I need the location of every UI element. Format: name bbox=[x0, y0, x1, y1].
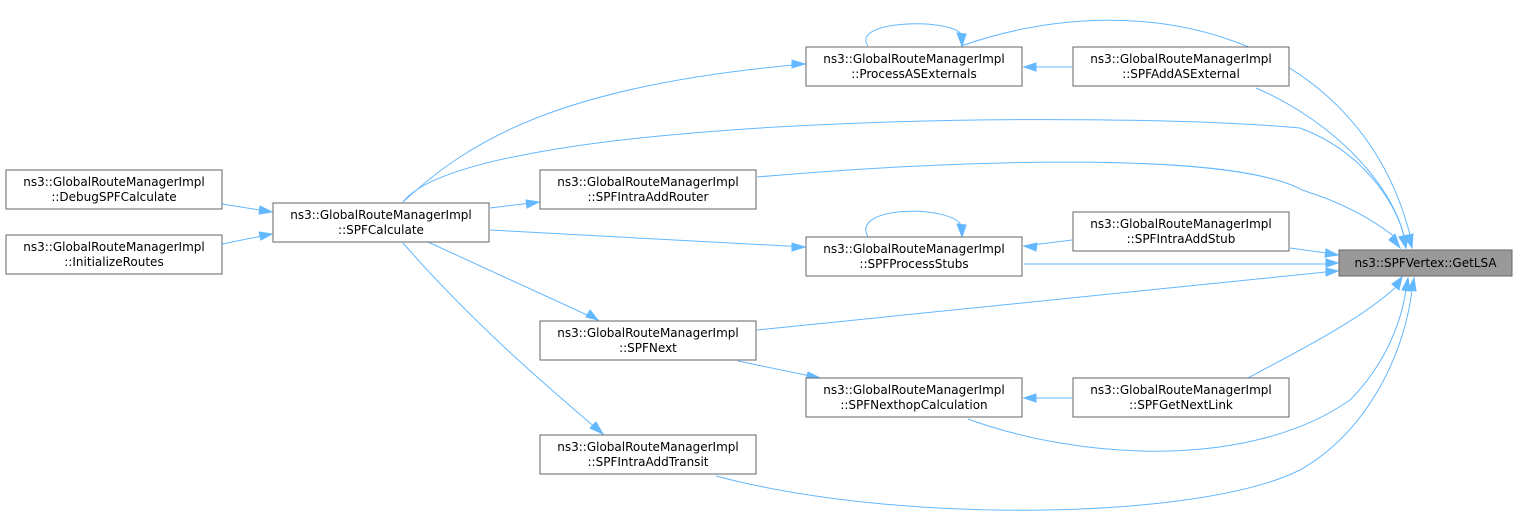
edge-spfprocessstubs-to-spfcalculate bbox=[489, 229, 807, 252]
node-spfintraaddstub[interactable]: ns3::GlobalRouteManagerImpl ::SPFIntraAd… bbox=[1072, 211, 1290, 252]
node-spfgetnextlink-line2: ::SPFGetNextLink bbox=[1129, 398, 1233, 412]
edge-spfintraaddstub-to-getlsa bbox=[1289, 247, 1340, 258]
edge-spfcalculate-to-initializeroutes bbox=[221, 231, 274, 245]
node-spfaddasexternal-line1: ns3::GlobalRouteManagerImpl bbox=[1090, 52, 1271, 66]
node-processasexternals-line1: ns3::GlobalRouteManagerImpl bbox=[823, 52, 1004, 66]
edge-spfnext-to-spfcalculate bbox=[427, 241, 600, 321]
node-spfprocessstubs[interactable]: ns3::GlobalRouteManagerImpl ::SPFProcess… bbox=[805, 236, 1023, 277]
node-debugspfcalculate[interactable]: ns3::GlobalRouteManagerImpl ::DebugSPFCa… bbox=[5, 169, 223, 210]
node-spfcalculate[interactable]: ns3::GlobalRouteManagerImpl ::SPFCalcula… bbox=[272, 202, 490, 243]
node-spfintraaddtransit-line2: ::SPFIntraAddTransit bbox=[588, 455, 709, 469]
edge-spfcalculate-to-debugspfcalculate bbox=[221, 203, 274, 215]
node-spfintraaddstub-line1: ns3::GlobalRouteManagerImpl bbox=[1090, 217, 1271, 231]
node-spfgetnextlink-line1: ns3::GlobalRouteManagerImpl bbox=[1090, 383, 1271, 397]
node-getlsa-label: ns3::SPFVertex::GetLSA bbox=[1354, 256, 1497, 270]
edges bbox=[221, 19, 1417, 511]
edge-processasexternals-self-loop bbox=[865, 23, 967, 48]
node-spfnext-line1: ns3::GlobalRouteManagerImpl bbox=[557, 326, 738, 340]
edge-spfintraaddtransit-to-spfcalculate bbox=[402, 242, 605, 436]
node-initializeroutes-line1: ns3::GlobalRouteManagerImpl bbox=[23, 240, 204, 254]
edge-spfprocessstubs-to-getlsa bbox=[1024, 258, 1340, 268]
edge-spfnexthopcalculation-to-spfnext bbox=[737, 360, 822, 381]
edge-spfintraaddtransit-to-getlsa bbox=[715, 276, 1417, 511]
node-spfintraaddrouter-line2: ::SPFIntraAddRouter bbox=[588, 190, 709, 204]
node-spfnexthopcalculation-line2: ::SPFNexthopCalculation bbox=[840, 398, 987, 412]
node-spfintraaddstub-line2: ::SPFIntraAddStub bbox=[1127, 232, 1236, 246]
edge-spfintraaddrouter-to-getlsa bbox=[756, 161, 1402, 250]
node-spfaddasexternal-line2: ::SPFAddASExternal bbox=[1122, 67, 1240, 81]
nodes: ns3::SPFVertex::GetLSA ns3::GlobalRouteM… bbox=[5, 46, 1513, 475]
node-spfcalculate-line1: ns3::GlobalRouteManagerImpl bbox=[290, 208, 471, 222]
node-spfnexthopcalculation-line1: ns3::GlobalRouteManagerImpl bbox=[823, 383, 1004, 397]
node-spfintraaddtransit[interactable]: ns3::GlobalRouteManagerImpl ::SPFIntraAd… bbox=[539, 434, 757, 475]
edge-spfnext-to-getlsa bbox=[756, 267, 1340, 331]
node-debugspfcalculate-line1: ns3::GlobalRouteManagerImpl bbox=[23, 175, 204, 189]
node-spfgetnextlink[interactable]: ns3::GlobalRouteManagerImpl ::SPFGetNext… bbox=[1072, 377, 1290, 418]
node-processasexternals[interactable]: ns3::GlobalRouteManagerImpl ::ProcessASE… bbox=[805, 46, 1023, 87]
node-initializeroutes-line2: ::InitializeRoutes bbox=[64, 255, 163, 269]
node-debugspfcalculate-line2: ::DebugSPFCalculate bbox=[51, 190, 176, 204]
node-getlsa[interactable]: ns3::SPFVertex::GetLSA bbox=[1338, 249, 1513, 277]
edge-spfaddasexternal-to-processasexternals bbox=[1022, 62, 1072, 72]
node-spfnexthopcalculation[interactable]: ns3::GlobalRouteManagerImpl ::SPFNexthop… bbox=[805, 377, 1023, 418]
node-spfaddasexternal[interactable]: ns3::GlobalRouteManagerImpl ::SPFAddASEx… bbox=[1072, 46, 1290, 87]
node-spfprocessstubs-line2: ::SPFProcessStubs bbox=[859, 257, 968, 271]
edge-processasexternals-to-spfcalculate bbox=[402, 59, 807, 203]
node-spfnext-line2: ::SPFNext bbox=[619, 341, 677, 355]
edge-spfprocessstubs-self-loop bbox=[865, 210, 967, 239]
node-initializeroutes[interactable]: ns3::GlobalRouteManagerImpl ::Initialize… bbox=[5, 234, 223, 275]
edge-spfgetnextlink-to-spfnexthopcalculation bbox=[1022, 393, 1072, 403]
node-processasexternals-line2: ::ProcessASExternals bbox=[851, 67, 976, 81]
edge-spfgetnextlink-to-getlsa bbox=[1247, 275, 1403, 379]
edge-spfintraaddstub-to-spfprocessstubs bbox=[1022, 239, 1073, 252]
node-spfcalculate-line2: ::SPFCalculate bbox=[338, 223, 424, 237]
node-spfprocessstubs-line1: ns3::GlobalRouteManagerImpl bbox=[823, 242, 1004, 256]
node-spfintraaddtransit-line1: ns3::GlobalRouteManagerImpl bbox=[557, 440, 738, 454]
node-spfintraaddrouter-line1: ns3::GlobalRouteManagerImpl bbox=[557, 175, 738, 189]
node-spfintraaddrouter[interactable]: ns3::GlobalRouteManagerImpl ::SPFIntraAd… bbox=[539, 169, 757, 210]
edge-spfnexthopcalculation-to-getlsa bbox=[967, 276, 1411, 452]
node-spfnext[interactable]: ns3::GlobalRouteManagerImpl ::SPFNext bbox=[539, 320, 757, 361]
edge-spfcalculate-to-getlsa bbox=[402, 119, 1409, 250]
edge-spfintraaddrouter-to-spfcalculate bbox=[489, 199, 541, 209]
